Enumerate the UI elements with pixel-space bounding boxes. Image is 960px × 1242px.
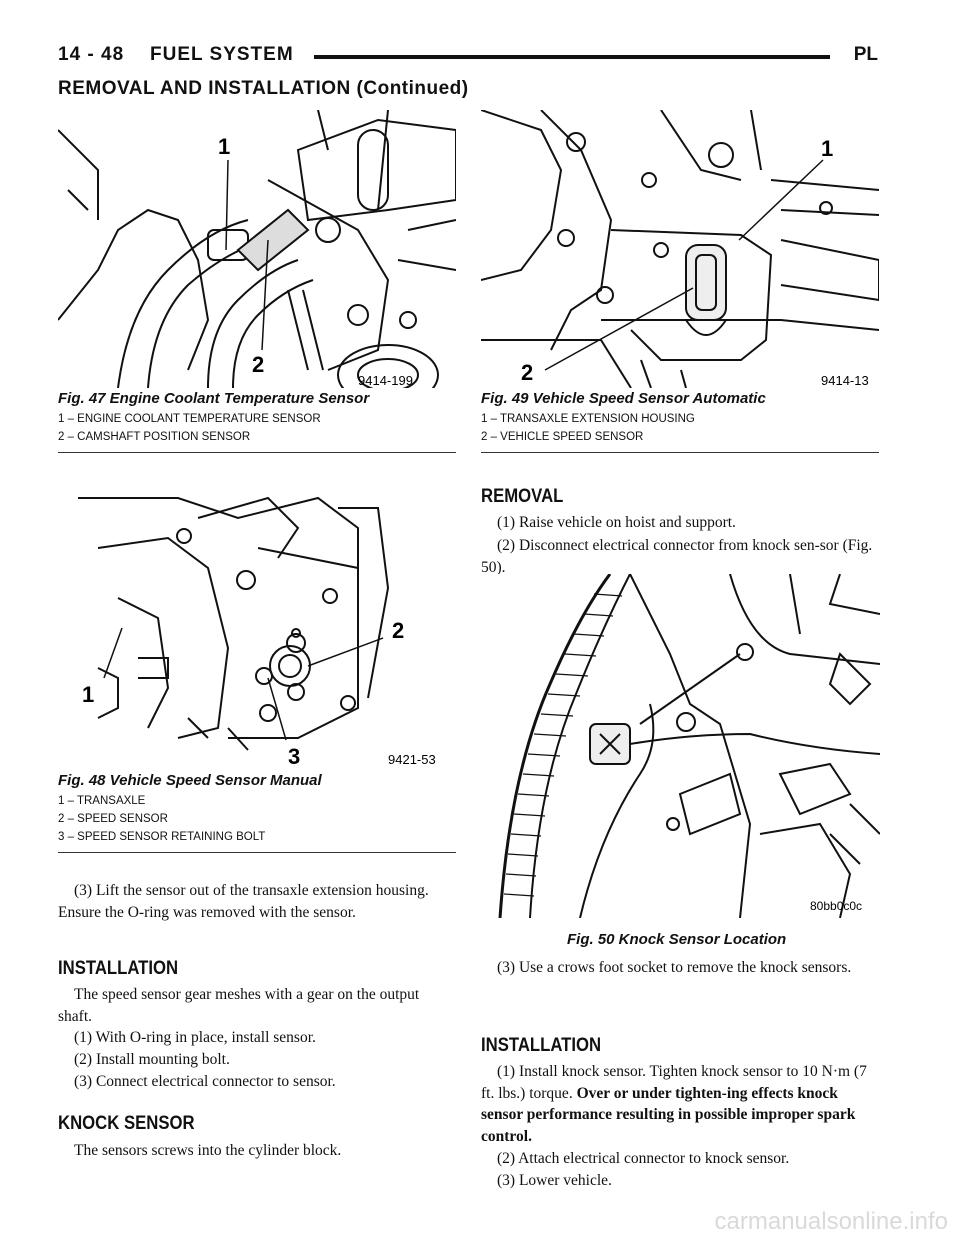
- model-code: PL: [853, 44, 878, 65]
- knock-sensor-heading: KNOCK SENSOR: [58, 1113, 195, 1134]
- figure-code: 9414-199: [358, 373, 413, 388]
- removal-heading: REMOVAL: [481, 486, 564, 507]
- figure-code: 9414-13: [821, 373, 869, 388]
- step-3-text: (3) Use a crows foot socket to remove th…: [497, 959, 852, 976]
- figure-rule: [58, 452, 456, 453]
- figure-caption: Fig. 47 Engine Coolant Temperature Senso…: [58, 390, 370, 407]
- figure-50: 80bb0c0c: [490, 574, 880, 918]
- install-step: (3) Lower vehicle.: [497, 1172, 612, 1189]
- page-number: 14 - 48: [58, 44, 125, 65]
- figure-rule: [481, 452, 879, 453]
- speed-sensor-manual-illustration: 1 2 3 9421-53: [58, 488, 456, 770]
- figure-caption: Fig. 48 Vehicle Speed Sensor Manual: [58, 772, 322, 789]
- figure-code: 9421-53: [388, 752, 436, 767]
- install-step: (2) Attach electrical connector to knock…: [497, 1150, 790, 1167]
- figure-code: 80bb0c0c: [810, 899, 862, 913]
- callout-2: 2: [252, 352, 264, 377]
- header-rule: [314, 55, 830, 59]
- engine-coolant-sensor-illustration: 1 2 9414-199: [58, 110, 456, 388]
- continued-heading: REMOVAL AND INSTALLATION (Continued): [58, 78, 469, 99]
- legend-item: 3 – SPEED SENSOR RETAINING BOLT: [58, 831, 266, 843]
- removal-step: (1) Raise vehicle on hoist and support.: [497, 514, 736, 531]
- install-warning: Over or under tighten-ing effects knock …: [481, 1084, 856, 1145]
- page-header: 14 - 48 FUEL SYSTEM PL: [58, 44, 878, 78]
- install-step-1: (1) Install knock sensor. Tighten knock …: [481, 1061, 879, 1147]
- removal-step: (2) Disconnect electrical connector from…: [481, 537, 873, 576]
- installation-heading: INSTALLATION: [481, 1035, 602, 1056]
- figure-49: 1 2 9414-13 Fig. 49 Vehicle Speed Sensor…: [481, 110, 879, 453]
- install-step: (1) With O-ring in place, install sensor…: [74, 1029, 316, 1046]
- figure-caption: Fig. 49 Vehicle Speed Sensor Automatic: [481, 390, 766, 407]
- figure-rule: [58, 852, 456, 853]
- step-3-text: (3) Lift the sensor out of the transaxle…: [58, 882, 429, 921]
- install-step-1-text: (1) Install knock sensor. Tighten knock …: [481, 1063, 867, 1102]
- callout-2: 2: [521, 360, 533, 385]
- installation-heading: INSTALLATION: [58, 958, 179, 979]
- legend-item: 1 – ENGINE COOLANT TEMPERATURE SENSOR: [58, 413, 321, 425]
- callout-1: 1: [218, 134, 230, 159]
- install-step: (3) Connect electrical connector to sens…: [74, 1073, 336, 1090]
- knock-sensor-illustration: 80bb0c0c: [490, 574, 880, 918]
- legend-item: 2 – VEHICLE SPEED SENSOR: [481, 431, 644, 443]
- legend-item: 1 – TRANSAXLE: [58, 795, 146, 807]
- figure-caption: Fig. 50 Knock Sensor Location: [567, 931, 787, 948]
- callout-2: 2: [392, 618, 404, 643]
- figure-48: 1 2 3 9421-53 Fig. 48 Vehicle Speed Sens…: [58, 488, 456, 853]
- figure-47: 1 2 9414-199 Fig. 47 Engine Coolant Temp…: [58, 110, 456, 453]
- install-intro: The speed sensor gear meshes with a gear…: [58, 986, 420, 1025]
- watermark: carmanualsonline.info: [714, 1208, 948, 1235]
- callout-3: 3: [288, 744, 300, 769]
- legend-item: 2 – CAMSHAFT POSITION SENSOR: [58, 431, 251, 443]
- section-title: FUEL SYSTEM: [150, 44, 294, 65]
- legend-item: 2 – SPEED SENSOR: [58, 813, 168, 825]
- install-step: (2) Install mounting bolt.: [74, 1051, 230, 1068]
- callout-1: 1: [821, 136, 833, 161]
- speed-sensor-automatic-illustration: 1 2 9414-13: [481, 110, 879, 388]
- knock-sensor-text: The sensors screws into the cylinder blo…: [74, 1142, 342, 1159]
- legend-item: 1 – TRANSAXLE EXTENSION HOUSING: [481, 413, 695, 425]
- callout-1: 1: [82, 682, 94, 707]
